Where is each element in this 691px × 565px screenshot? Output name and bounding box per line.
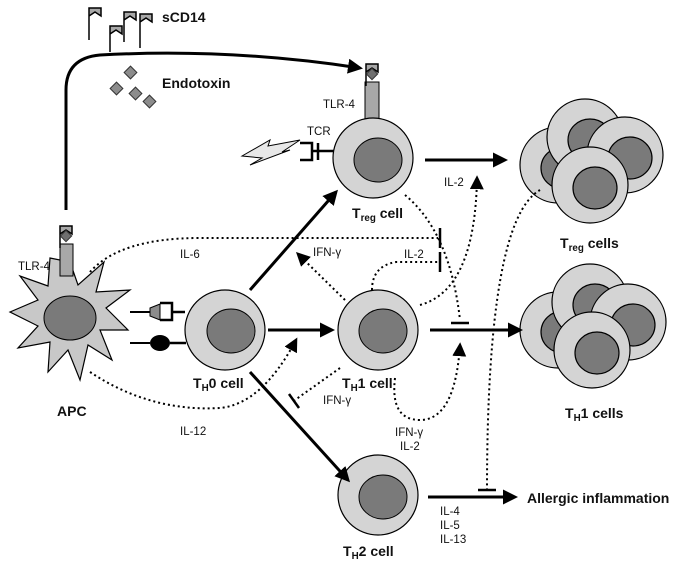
differentiation-arrows: [248, 152, 523, 505]
apc-cell: [8, 225, 186, 383]
apc-tlr4-label: TLR-4: [18, 261, 50, 273]
th1-cell: [337, 289, 419, 371]
th1-cells-label: TH1 cells: [565, 405, 624, 424]
il5-label: IL-5: [440, 520, 460, 532]
il2-treg-label: IL-2: [444, 177, 464, 189]
treg-tlr4-receptor: [364, 63, 380, 125]
tcr-label: TCR: [307, 126, 331, 138]
treg-tlr4-label: TLR-4: [323, 99, 355, 111]
th1-cells-cluster: [519, 263, 667, 389]
treg-cell: [332, 117, 414, 199]
scd14-receptors: [88, 7, 153, 52]
endotoxin-label: Endotoxin: [162, 75, 231, 91]
inhibition-bars: [287, 228, 496, 492]
regulatory-dotted-arrows: [89, 175, 541, 491]
endotoxin-molecules: [109, 65, 157, 109]
th0-cell-label: TH0 cell: [193, 375, 244, 394]
tcr-receptor: [240, 138, 336, 166]
endotoxin-pathway-arrows: [64, 51, 363, 210]
il12-label: IL-12: [180, 426, 207, 438]
il4-label: IL-4: [440, 506, 460, 518]
ifng-bottom-label: IFN-γ: [395, 427, 424, 439]
apc-label: APC: [57, 403, 87, 419]
ifng-left-label: IFN-γ: [323, 395, 352, 407]
scd14-label: sCD14: [162, 9, 206, 25]
treg-cell-label: Treg cell: [352, 205, 404, 224]
th2-cell-label: TH2 cell: [343, 543, 394, 562]
treg-cells-cluster: [519, 98, 664, 224]
th2-cell: [337, 454, 419, 536]
th0-cell: [184, 289, 266, 371]
th1-cell-label: TH1 cell: [342, 375, 393, 394]
th2-cytokine-list: IL-4 IL-5 IL-13: [440, 505, 466, 547]
il2-mid-label: IL-2: [404, 249, 424, 261]
il2-bottom-label: IL-2: [400, 441, 420, 453]
il6-label: IL-6: [180, 249, 200, 261]
il13-label: IL-13: [440, 534, 467, 546]
ifng-top-label: IFN-γ: [313, 247, 342, 259]
treg-cells-label: Treg cells: [560, 235, 619, 254]
allergic-inflammation-label: Allergic inflammation: [527, 490, 670, 506]
